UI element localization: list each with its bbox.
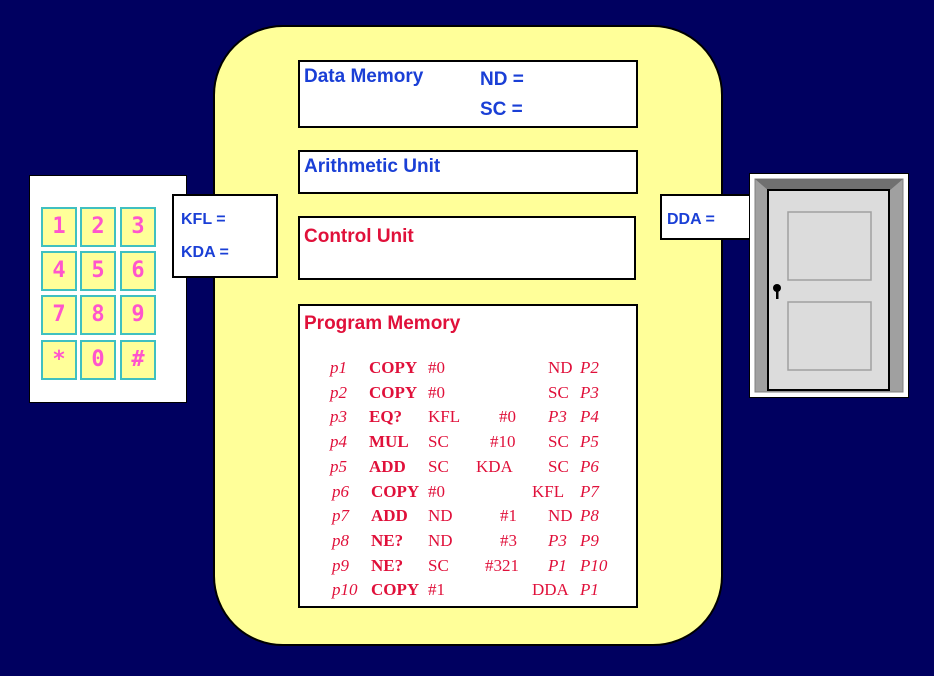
- nd-register: ND =: [480, 69, 524, 90]
- key-9[interactable]: 9: [120, 295, 156, 335]
- program-row-operand-a: #0: [428, 382, 445, 402]
- key-4[interactable]: 4: [41, 251, 77, 291]
- key-3[interactable]: 3: [120, 207, 156, 247]
- program-row-label: p5: [330, 456, 347, 476]
- program-row-next: P8: [580, 506, 599, 526]
- key-6[interactable]: 6: [120, 251, 156, 291]
- key-7[interactable]: 7: [41, 295, 77, 335]
- program-row-destination: P1: [548, 555, 567, 575]
- dda-register: DDA =: [667, 211, 715, 228]
- program-row-destination: SC: [548, 432, 569, 452]
- program-row-label: p8: [332, 530, 349, 550]
- program-row-next: P10: [580, 555, 608, 575]
- key-5[interactable]: 5: [80, 251, 116, 291]
- program-row-next: P3: [580, 382, 599, 402]
- program-row-operand-a: ND: [428, 506, 453, 526]
- program-row-destination: KFL: [532, 481, 565, 501]
- program-row-next: P5: [580, 432, 599, 452]
- program-row-operand-a: #1: [428, 580, 445, 600]
- program-row-operand-a: SC: [428, 555, 449, 575]
- data-memory-box: Data Memory ND = SC =: [298, 60, 638, 128]
- program-row-operand-b: #321: [485, 555, 519, 575]
- program-row-operand-a: SC: [428, 432, 449, 452]
- program-row-operand-a: SC: [428, 456, 449, 476]
- program-row-destination: SC: [548, 456, 569, 476]
- program-row-destination: ND: [548, 506, 573, 526]
- control-unit-title: Control Unit: [304, 226, 414, 247]
- program-row-opcode: COPY: [369, 358, 418, 377]
- kda-register: KDA =: [181, 244, 229, 261]
- key-1[interactable]: 1: [41, 207, 77, 247]
- program-row-label: p9: [332, 555, 349, 575]
- program-memory-title: Program Memory: [304, 313, 461, 334]
- program-row-destination: P3: [548, 407, 567, 427]
- arithmetic-unit-title: Arithmetic Unit: [304, 156, 441, 177]
- key-hash[interactable]: #: [120, 340, 156, 380]
- keypad: 1 2 3 4 5 6 7 8 9 * 0 #: [29, 175, 187, 403]
- key-0[interactable]: 0: [80, 340, 116, 380]
- program-row-label: p1: [330, 358, 347, 377]
- data-memory-title: Data Memory: [304, 66, 424, 87]
- program-row-label: p7: [332, 506, 349, 526]
- program-row-opcode: COPY: [371, 580, 420, 600]
- kfl-register: KFL =: [181, 211, 226, 228]
- program-row-next: P2: [580, 358, 599, 377]
- program-row-next: P6: [580, 456, 599, 476]
- program-row-next: P1: [580, 580, 599, 600]
- program-row-operand-a: #0: [428, 358, 445, 377]
- key-2[interactable]: 2: [80, 207, 116, 247]
- sc-register: SC =: [480, 99, 523, 120]
- key-star[interactable]: *: [41, 340, 77, 380]
- program-row-opcode: NE?: [371, 530, 404, 550]
- program-row-label: p4: [330, 432, 347, 452]
- program-row-destination: DDA: [532, 580, 569, 600]
- program-row-operand-a: ND: [428, 530, 453, 550]
- program-row-operand-a: KFL: [428, 407, 461, 427]
- door-icon: [754, 178, 904, 393]
- program-row-operand-b: KDA: [476, 456, 513, 476]
- control-unit-box: Control Unit: [298, 216, 636, 280]
- program-row-opcode: ADD: [371, 506, 408, 526]
- program-row-opcode: NE?: [371, 555, 404, 575]
- program-row-label: p6: [332, 481, 349, 501]
- door-output: [749, 173, 909, 398]
- program-row-operand-b: #0: [499, 407, 516, 427]
- input-registers-box: KFL = KDA =: [172, 194, 278, 278]
- program-row-next: P4: [580, 407, 599, 427]
- arithmetic-unit-box: Arithmetic Unit: [298, 150, 638, 194]
- program-row-destination: P3: [548, 530, 567, 550]
- program-row-opcode: MUL: [369, 432, 409, 452]
- key-8[interactable]: 8: [80, 295, 116, 335]
- program-row-label: p2: [330, 382, 347, 402]
- program-row-operand-b: #10: [490, 432, 516, 452]
- program-row-opcode: COPY: [371, 481, 420, 501]
- program-row-destination: SC: [548, 382, 569, 402]
- program-row-label: p10: [332, 580, 358, 600]
- program-row-operand-a: #0: [428, 481, 445, 501]
- program-row-label: p3: [330, 407, 347, 427]
- program-row-opcode: ADD: [369, 456, 406, 476]
- program-row-opcode: COPY: [369, 382, 418, 402]
- program-row-operand-b: #1: [500, 506, 517, 526]
- program-row-operand-b: #3: [500, 530, 517, 550]
- program-row-destination: ND: [548, 358, 573, 377]
- program-row-next: P9: [580, 530, 599, 550]
- program-row-next: P7: [580, 481, 599, 501]
- program-row-opcode: EQ?: [369, 407, 403, 427]
